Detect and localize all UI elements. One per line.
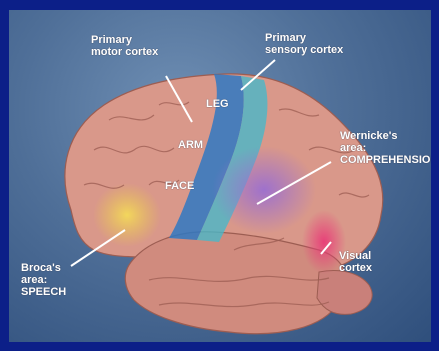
brain-diagram: Primary motor cortex Primary sensory cor… — [9, 10, 431, 342]
arm-label: ARM — [178, 139, 203, 151]
wernickes-area-region — [212, 146, 316, 234]
face-label: FACE — [165, 180, 194, 192]
brain-illustration — [9, 10, 431, 342]
wernickes-area-label: Wernicke's area: COMPREHENSION — [340, 130, 431, 166]
brocas-area-region — [93, 183, 161, 247]
brocas-area-label: Broca's area: SPEECH — [21, 262, 66, 298]
cerebellum-shape — [317, 271, 372, 315]
primary-sensory-cortex-label: Primary sensory cortex — [265, 32, 343, 56]
leg-label: LEG — [206, 98, 229, 110]
visual-cortex-label: Visual cortex — [339, 250, 372, 274]
primary-motor-cortex-label: Primary motor cortex — [91, 34, 158, 58]
